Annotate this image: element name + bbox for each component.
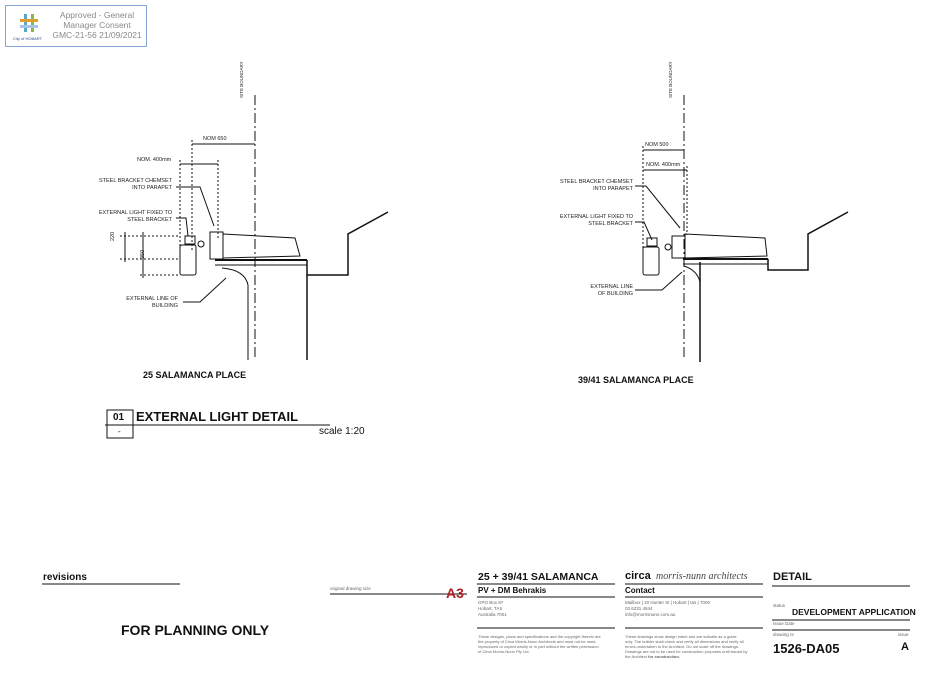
stamp-line-2: Manager Consent [63,20,131,30]
dim-220: 220 [110,231,116,241]
detail-number: 01 [113,412,125,423]
approval-stamp: City of HOBART Approved - General Manage… [5,5,147,47]
detail-title-left: 25 SALAMANCA PLACE [143,370,247,380]
detail-scale: scale 1:20 [319,426,365,437]
light-bracket-left [184,235,196,245]
issue-label: issue [898,632,909,637]
original-size-label: original drawing size [330,586,371,591]
project-name: 25 + 39/41 SALAMANCA [478,571,599,583]
external-light-right [642,246,660,276]
logo-text: City of HOBART [13,36,43,41]
firm-name: morris-nunn architects [656,571,748,582]
issue-date-label: Issue Date [773,621,795,626]
copyright-notice: These designs, plans and specifications … [478,634,601,654]
site-boundary-label-right: SITE BOUNDARY [668,61,673,98]
dim-350: 350 [140,249,146,259]
external-light-left [179,244,197,276]
detail-sheet-ref: - [118,427,121,436]
nom-outer-left: NOM 650 [203,136,227,142]
disclaimer-notice: These drawings show design intent and ar… [625,634,748,659]
nom-inner-right: NOM. 400mm [646,162,681,168]
contact-label: Contact [625,586,655,595]
city-of-hobart-logo: City of HOBART [12,12,48,42]
status-value: DEVELOPMENT APPLICATION [792,607,916,617]
contact-details: Mailbox | 20 Hunter St | Hobart | tas | … [625,600,710,617]
stamp-text: Approved - General Manager Consent GMC-2… [50,10,144,40]
detail-name: EXTERNAL LIGHT DETAIL [136,409,299,424]
parapet-bracket-left [222,233,301,259]
detail-number-box [106,409,134,439]
drawing-number-label: drawing nr [773,632,795,637]
sheet-size: A3 [446,585,464,601]
drawing-number: 1526-DA05 [773,641,840,656]
detail-title-right: 39/41 SALAMANCA PLACE [578,375,694,385]
issue-value: A [901,641,909,653]
stamp-line-1: Approved - General [59,10,135,20]
light-bracket-right [646,237,658,247]
parapet-bracket-right [684,233,768,259]
site-boundary-label-left: SITE BOUNDARY [239,61,244,98]
status-label: status [773,603,786,608]
nom-inner-left: NOM. 400mm [137,157,172,163]
client-name: PV + DM Behrakis [478,586,547,595]
stamp-line-3: GMC-21-56 21/09/2021 [52,30,142,40]
nom-outer-right: NOM 500 [645,142,669,148]
sheet-title: DETAIL [773,571,812,583]
revisions-label: revisions [43,572,87,583]
planning-note: FOR PLANNING ONLY [121,622,270,638]
firm-circa: circa [625,570,651,582]
